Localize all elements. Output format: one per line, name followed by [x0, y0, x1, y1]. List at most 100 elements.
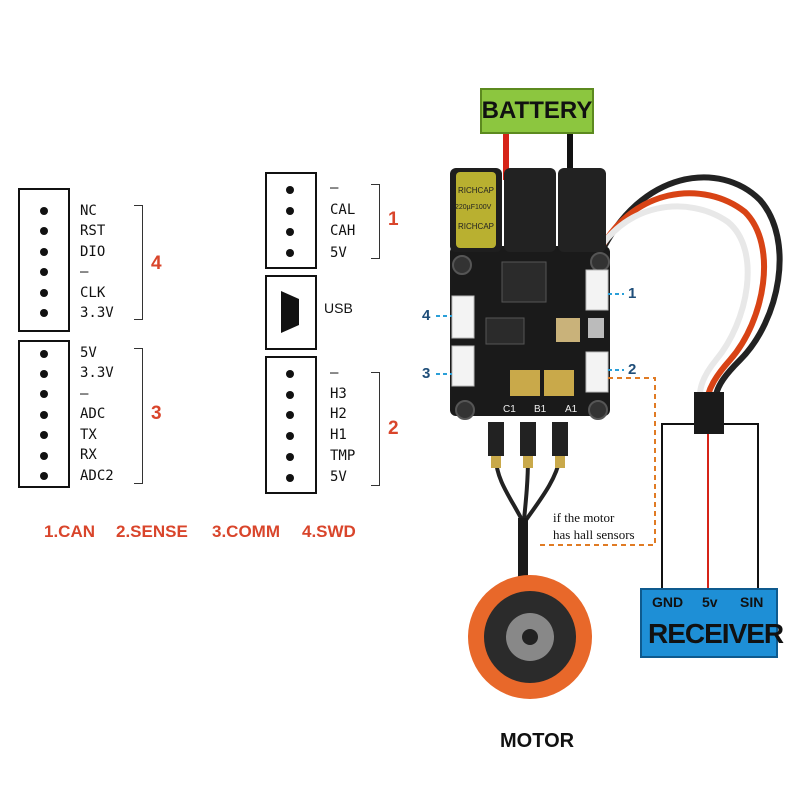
legend-can: 1.CAN [44, 522, 96, 541]
phase-terminal [520, 422, 536, 456]
phase-terminal [552, 422, 568, 456]
standoff [588, 400, 608, 420]
callout-number-1: 1 [628, 285, 637, 302]
swd-pin-dot [40, 227, 48, 235]
motor-shaft [522, 629, 538, 645]
legend-sense: 2.SENSE [116, 522, 188, 541]
sense-pin-dot [286, 391, 294, 399]
swd-pin-label: NC [80, 203, 97, 219]
phase-terminal [488, 422, 504, 456]
mcu-chip [501, 261, 547, 303]
battery-label-text: BATTERY [481, 97, 593, 124]
standoff [455, 400, 475, 420]
swd-group-number: 4 [151, 253, 162, 274]
can-bracket [371, 184, 380, 259]
driver-chip [485, 317, 525, 345]
servo-plug [694, 392, 724, 434]
motor-cable [518, 518, 528, 590]
can-pin-dot [286, 186, 294, 194]
board-connector-4 [451, 295, 475, 339]
receiver-pin-5v: 5v [702, 594, 718, 610]
sense-pin-dot [286, 432, 294, 440]
capacitor [504, 168, 556, 252]
capacitor-brand: RICHCAP [458, 222, 495, 231]
sense-connector-box [265, 356, 317, 494]
servo-cable-black [597, 174, 783, 396]
swd-pin-label: DIO [80, 244, 106, 260]
phase-solder [555, 456, 565, 468]
usb-port-icon [281, 291, 299, 333]
swd-bracket [134, 205, 143, 320]
sense-pin-dot [286, 453, 294, 461]
phase-solder [491, 456, 501, 468]
swd-pin-dot [40, 289, 48, 297]
can-pin-dot [286, 249, 294, 257]
comm-pin-dot [40, 431, 48, 439]
mosfet [544, 370, 574, 396]
phase-label-a1: A1 [565, 404, 578, 415]
servo-cable-red [593, 190, 767, 396]
comm-pin-label: TX [80, 427, 97, 443]
capacitor [558, 168, 606, 252]
capacitor-sleeve [456, 172, 496, 248]
comm-pin-label: RX [80, 447, 97, 463]
sense-bracket [371, 372, 380, 486]
can-pin-dot [286, 207, 294, 215]
receiver-sin-wire [716, 423, 759, 592]
comm-pin-dot [40, 452, 48, 460]
swd-pin-label: CLK [80, 285, 106, 301]
usb-port [588, 318, 604, 338]
legend-swd: 4.SWD [302, 522, 356, 541]
receiver-pin-gnd: GND [652, 594, 684, 610]
phase-solder [523, 456, 533, 468]
callout-number-3: 3 [422, 365, 431, 382]
swd-pin-dot [40, 207, 48, 215]
usb-label: USB [324, 300, 353, 316]
can-pin-label: CAL [330, 202, 356, 218]
board-connector-2 [585, 351, 609, 393]
servo-cable-white [589, 203, 751, 396]
swd-pin-dot [40, 268, 48, 276]
sense-pin-dot [286, 370, 294, 378]
inductor [556, 318, 580, 342]
can-pin-label: – [330, 180, 339, 196]
legend-comm: 3.COMM [212, 522, 280, 541]
receiver-gnd-wire [661, 423, 696, 592]
phase-label-c1: C1 [503, 404, 516, 415]
sense-pin-label: H1 [330, 427, 347, 443]
sense-pin-label: TMP [330, 448, 356, 464]
callout-number-4: 4 [422, 307, 431, 324]
hall-note-line2: has hall sensors [553, 527, 635, 542]
swd-pin-dot [40, 309, 48, 317]
sense-pin-dot [286, 411, 294, 419]
sense-pin-dot [286, 474, 294, 482]
sense-pin-label: 5V [330, 469, 347, 485]
comm-pin-dot [40, 472, 48, 480]
can-pin-label: CAH [330, 223, 356, 239]
motor-label: MOTOR [500, 730, 575, 752]
receiver-title: RECEIVER [648, 618, 784, 649]
capacitor-brand: RICHCAP [458, 186, 495, 195]
battery-label: BATTERY [480, 88, 594, 134]
comm-pin-label: – [80, 386, 89, 402]
swd-pin-label: RST [80, 223, 106, 239]
sense-pin-label: H2 [330, 406, 347, 422]
comm-pin-dot [40, 350, 48, 358]
callout-number-2: 2 [628, 361, 637, 378]
standoff [452, 255, 472, 275]
can-pin-dot [286, 228, 294, 236]
comm-pin-label: 5V [80, 345, 97, 361]
comm-bracket [134, 348, 143, 484]
board-connector-1 [585, 269, 609, 311]
hall-note-line1: if the motor [553, 510, 615, 525]
receiver-pin-sin: SIN [740, 594, 764, 610]
sense-pin-label: – [330, 365, 339, 381]
comm-pin-label: 3.3V [80, 365, 114, 381]
phase-label-b1: B1 [534, 404, 547, 415]
comm-pin-dot [40, 370, 48, 378]
comm-pin-dot [40, 411, 48, 419]
comm-pin-dot [40, 390, 48, 398]
comm-pin-label: ADC [80, 406, 106, 422]
hall-sensor-route [540, 377, 656, 546]
